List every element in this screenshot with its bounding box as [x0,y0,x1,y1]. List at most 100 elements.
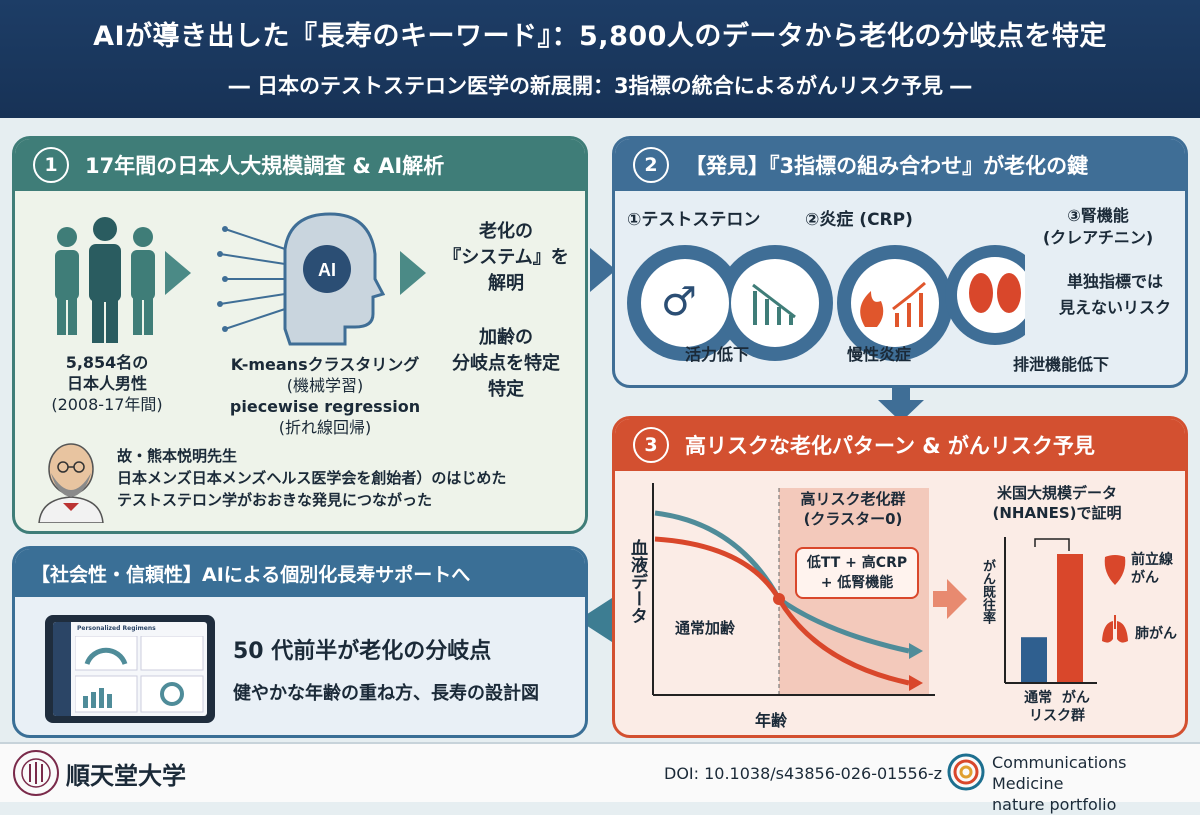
method1: K-meansクラスタリング [230,355,420,374]
subjects-count: 5,854名の [65,353,149,372]
combo-line1: 低TT + 高CRP [806,555,908,571]
panel-risk: 3 高リスクな老化パターン & がんリスク予見 血液データ 通常加齢 年齢 高リ… [612,416,1188,738]
footer: 順天堂大学 DOI: 10.1038/s43856-026-01556-z Co… [0,742,1200,814]
risk-combo-box: 低TT + 高CRP + 低腎機能 [795,547,919,599]
arrow-right-icon [165,251,191,295]
university-name: 順天堂大学 [66,762,186,790]
journal-name: Communications Medicine nature portfolio [992,752,1200,815]
arrow-right-icon [400,251,426,295]
result2-line2: 分岐点を特定 [452,353,560,374]
panel-discovery-title: 【発見】『3指標の組み合わせ』が老化の鍵 [685,154,1089,178]
ai-head-icon: AI [217,212,385,346]
indicator2-caption: 慢性炎症 [847,345,912,364]
result-system: 老化の 『システム』を 解明 [431,219,581,297]
male-symbol-icon: ♂ [661,279,697,325]
society-subtext: 健やかな年齢の重ね方、長寿の設計図 [233,683,539,704]
panel-society-title: 【社会性・信頼性】AIによる個別化長寿サポートへ [31,563,471,586]
header: AIが導き出した『長寿のキーワード』：5,800人のデータから老化の分岐点を特定… [0,0,1200,118]
result1-line3: 解明 [488,273,524,294]
combo-line2: + 低腎機能 [820,575,894,591]
panel-society-header: 【社会性・信頼性】AIによる個別化長寿サポートへ [15,549,585,597]
journal-line2: nature portfolio [992,795,1117,814]
cancer1-line2: がん [1131,570,1159,586]
subjects-period: (2008-17年間) [51,395,163,414]
cluster-line1: 高リスク老化群 [800,490,906,508]
subjects-desc: 日本人男性 [66,374,147,393]
page-title: AIが導き出した『長寿のキーワード』：5,800人のデータから老化の分岐点を特定 [93,21,1107,52]
gears-illustration: ♂ [627,245,1025,361]
cancer1-line1: 前立線 [1131,552,1173,568]
method2: piecewise regression [229,397,421,416]
bar-category-normal: 通常 [1024,690,1053,706]
prostate-icon [1104,555,1126,585]
bar-categories: 通常 がん リスク群 [1007,689,1107,725]
cluster-line2: (クラスター0) [803,510,903,528]
panel-discovery: 2 【発見】『3指標の組み合わせ』が老化の鍵 ①テストステロン ②炎症 (CRP… [612,136,1188,388]
indicator1-caption: 活力低下 [685,345,750,364]
nhanes-evidence: 米国大規模データ (NHANES)で証明 [967,483,1147,523]
tribute-text: 故・熊本悦明先生 日本メンズ日本メンズヘルス医学会を創始者）のはじめた テストス… [117,445,585,511]
indicator1-title: ①テストステロン [627,210,761,230]
panel-number: 2 [633,147,669,183]
arrow-left-icon [578,598,612,642]
note-line2: 見えないリスク [1058,298,1171,317]
indicator3-line2: (クレアチニン) [1042,228,1154,247]
indicator3-line1: ③腎機能 [1067,206,1129,225]
indicator2-title: ②炎症 (CRP) [805,210,913,230]
tablet-title: Personalized Regimens [77,625,156,632]
prostate-label: 前立線 がん [1131,551,1173,587]
methods-info: K-meansクラスタリング (機械学習) piecewise regressi… [205,354,445,438]
arrow-down-icon [878,386,924,422]
tablet-screen: Personalized Regimens [53,622,207,716]
panel-analysis-title: 17年間の日本人大規模調査 & AI解析 [85,154,445,178]
professor-portrait [38,443,104,523]
panel-analysis: 1 17年間の日本人大規模調査 & AI解析 5,854名の 日本人男性 (20… [12,136,588,534]
tribute-line2: 日本メンズ日本メンズヘルス医学会を創始者）のはじめた [117,469,507,487]
arrow-right-icon [933,579,967,619]
lung-label: 肺がん [1135,626,1177,642]
tablet-mockup: Personalized Regimens [45,615,215,723]
result1-line2: 『システム』を [443,247,569,268]
subjects-info: 5,854名の 日本人男性 (2008-17年間) [37,352,177,415]
doi-link[interactable]: DOI: 10.1038/s43856-026-01556-z [664,764,943,783]
bar-category-risk: がん [1061,690,1090,706]
bar-group-label: リスク群 [1029,708,1085,724]
journal-line1: Communications Medicine [992,753,1127,793]
tablet-dashboard [75,636,204,713]
tablet-sidebar [53,622,71,716]
result1-line1: 老化の [479,221,533,242]
page-subtitle: ― 日本のテストステロン医学の新展開：3指標の統合によるがんリスク予見 ― [228,74,972,98]
university-seal-logo [13,750,59,796]
cluster-label: 高リスク老化群 (クラスター0) [783,489,923,529]
panel-number: 1 [33,147,69,183]
panel-analysis-header: 1 17年間の日本人大規模調査 & AI解析 [15,139,585,191]
method1-note: (機械学習) [286,376,364,395]
breakpoint-marker [773,593,785,605]
bar-chart-ylabel: がん既往率 [980,559,995,624]
ai-badge: AI [318,260,336,280]
indicator3-title: ③腎機能 (クレアチニン) [1013,205,1183,249]
tribute-line3: テストステロン学がおおきな発見につながった [117,491,433,509]
line-chart-ylabel: 血液データ [627,539,647,624]
bar-risk [1057,554,1083,682]
panel-number: 3 [633,427,669,463]
people-icon [55,217,155,343]
tribute-line1: 故・熊本悦明先生 [117,447,238,465]
indicator3-caption: 排泄機能低下 [1013,355,1110,374]
normal-aging-label: 通常加齢 [675,619,736,637]
note-line1: 単独指標では [1066,272,1163,291]
panel-risk-header: 3 高リスクな老化パターン & がんリスク予見 [615,419,1185,471]
society-headline: 50 代前半が老化の分岐点 [233,639,492,664]
method2-note: (折れ線回帰) [278,418,372,437]
result2-line3: 特定 [488,379,524,400]
journal-logo [947,753,985,791]
panel-discovery-header: 2 【発見】『3指標の組み合わせ』が老化の鍵 [615,139,1185,191]
bar-normal [1021,637,1047,682]
evidence-line2: (NHANES)で証明 [992,504,1122,522]
arrow-right-icon [590,248,616,292]
line-chart-xlabel: 年齢 [755,711,788,730]
lungs-icon [1102,615,1128,643]
result-breakpoint: 加齢の 分岐点を特定 特定 [431,325,581,403]
evidence-line1: 米国大規模データ [996,484,1117,502]
comparison-bracket [1034,538,1070,551]
